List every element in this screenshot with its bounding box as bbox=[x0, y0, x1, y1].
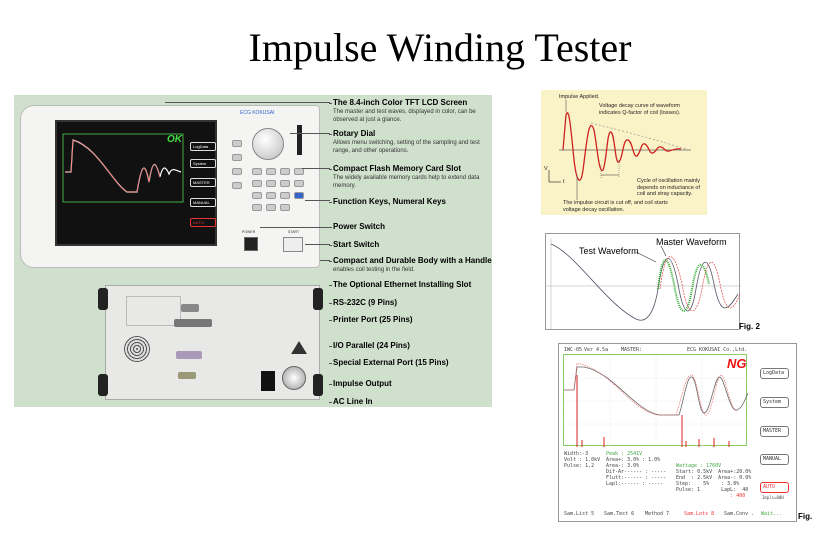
power-switch[interactable] bbox=[244, 237, 258, 251]
ac-line-in bbox=[261, 371, 275, 391]
device-brand: ECG KOKUSAI bbox=[240, 110, 275, 116]
label-master-waveform: Master Waveform bbox=[656, 237, 727, 247]
screen-company: ECG KOKUSAI Co.,Ltd. bbox=[687, 347, 748, 353]
fig3-softkey-manual[interactable]: MANUAL bbox=[760, 454, 789, 465]
callout-impulse-output: Impulse Output bbox=[329, 379, 392, 388]
softkey-system[interactable]: System bbox=[190, 159, 216, 168]
axis-v: V bbox=[544, 166, 548, 172]
result-ok: OK bbox=[167, 134, 182, 145]
screen-model: IWC-05 bbox=[564, 347, 583, 353]
start-switch[interactable] bbox=[283, 237, 303, 252]
softkey-logdata[interactable]: LogData bbox=[190, 142, 216, 151]
printer-port bbox=[174, 319, 212, 327]
fig2-label: Fig. 2 bbox=[739, 322, 760, 331]
label-impulse-applied: Impulse Applied. bbox=[559, 94, 600, 100]
tester-screen-ng-figure: IWC-05 Ver 4.5a MASTER: ECG KOKUSAI Co.,… bbox=[558, 343, 797, 522]
bottom-key-sam-test[interactable]: Sam.Test 6 bbox=[604, 511, 635, 517]
softkey-manual[interactable]: MANUAL bbox=[190, 198, 216, 207]
screen-version: Ver 4.5a bbox=[584, 347, 609, 353]
bottom-key-sam-lots[interactable]: Sam.Lots 8 bbox=[684, 511, 715, 517]
fig3-label: Fig. bbox=[798, 512, 813, 521]
result-ng: NG bbox=[727, 356, 747, 371]
special-external-port bbox=[178, 372, 196, 379]
fan-grille bbox=[124, 336, 150, 362]
callout-function-keys: Function Keys, Numeral Keys bbox=[329, 197, 446, 206]
bottom-key-method[interactable]: Method 7 bbox=[645, 511, 670, 517]
label-test-waveform: Test Waveform bbox=[579, 246, 639, 256]
fig3-softkey-master[interactable]: MASTER bbox=[760, 426, 789, 437]
callout-ethernet-slot: The Optional Ethernet Installing Slot bbox=[328, 280, 472, 289]
rs232c-port bbox=[181, 304, 199, 312]
device-lcd-screen: OK LogData System MASTER MANUAL AUTO bbox=[55, 120, 217, 246]
ethernet-slot bbox=[126, 296, 181, 326]
fig3-softkey-logdata[interactable]: LogData bbox=[760, 368, 789, 379]
axis-t: t bbox=[563, 179, 565, 185]
callout-special-port: Special External Port (15 Pins) bbox=[329, 358, 449, 367]
power-label: POWER bbox=[242, 230, 256, 234]
waveform-plot: NG bbox=[563, 354, 748, 447]
warning-icon bbox=[291, 341, 307, 354]
start-label: START bbox=[288, 230, 300, 234]
bottom-key-sam-list[interactable]: Sam.List 5 bbox=[564, 511, 595, 517]
callout-start-switch: Start Switch bbox=[328, 240, 380, 249]
status-wait: Wait... bbox=[761, 511, 783, 517]
callout-rs232c: RS-232C (9 Pins) bbox=[328, 298, 398, 307]
impulse-note: Impls=00H bbox=[762, 495, 784, 500]
fig3-softkey-auto[interactable]: AUTO bbox=[760, 482, 789, 493]
callout-power-switch: Power Switch bbox=[328, 222, 386, 231]
page-title: Impulse Winding Tester bbox=[248, 25, 632, 70]
callout-printer-port: Printer Port (25 Pins) bbox=[329, 315, 413, 324]
io-parallel-port bbox=[176, 351, 202, 359]
label-decay-curve: Voltage decay curve of waveform indicate… bbox=[599, 103, 681, 116]
waveform-comparison-figure: Test Waveform Master Waveform bbox=[545, 233, 741, 330]
label-cutoff: The impulse circuit is cut off, and coil… bbox=[563, 200, 668, 213]
decay-oscillation-diagram: Impulse Applied. Voltage decay curve of … bbox=[541, 90, 707, 215]
screen-master: MASTER: bbox=[621, 347, 643, 353]
callout-ac-line-in: AC Line In bbox=[329, 397, 373, 406]
bottom-key-sam-conv[interactable]: Sam.Conv . bbox=[724, 511, 755, 517]
rotary-dial[interactable] bbox=[252, 128, 284, 160]
label-cycle: Cycle of oscillation mainly depends on i… bbox=[637, 178, 700, 197]
callout-io-parallel: I/O Parallel (24 Pins) bbox=[329, 341, 410, 350]
impulse-output-connector bbox=[282, 366, 306, 390]
fig3-softkey-system[interactable]: System bbox=[760, 397, 789, 408]
device-rear-panel bbox=[98, 285, 323, 400]
softkey-master[interactable]: MASTER bbox=[190, 178, 216, 187]
cf-card-slot bbox=[297, 125, 302, 155]
softkey-auto[interactable]: AUTO bbox=[190, 218, 216, 227]
